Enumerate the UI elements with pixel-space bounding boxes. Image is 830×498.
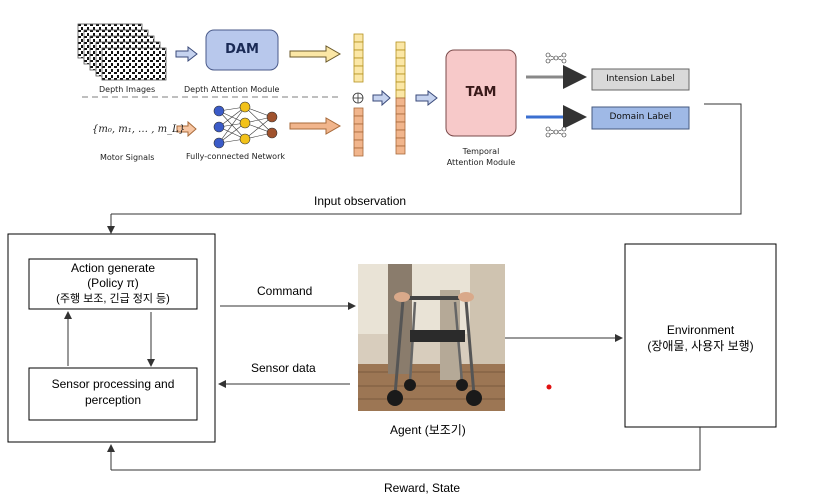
command-label: Command [257,284,313,298]
depth-images-label: Depth Images [99,85,156,94]
sensor-line2: perception [84,392,142,407]
arrow-fcn-to-concat [289,117,342,135]
input-observation-connector [111,103,742,215]
sensor-processing-text: Sensor processing and perception [29,377,197,409]
arrow-depth-to-dam [175,45,198,63]
tam-caption: Temporal Attention Module [430,147,532,169]
intension-label-box [591,68,690,91]
input-observation-label: Input observation [314,194,407,208]
mini-network-icon-top [545,52,567,64]
sensor-processing-box [28,367,198,421]
tam-caption-line2: Attention Module [446,157,516,167]
reward-state-label: Reward, State [384,481,461,495]
tam-box [445,49,517,137]
arrow-motor-to-fcn [176,120,197,138]
fcn-icon [213,101,278,149]
action-line1: Action generate [70,261,156,275]
red-dot-marker [546,384,552,390]
intension-label: Intension Label [606,73,675,84]
tam-title: TAM [465,84,497,100]
action-generate-box [28,258,198,310]
agent-label: Agent (보조기) [390,423,466,437]
arrow-concat-to-combined [372,89,391,107]
tam-caption-line1: Temporal [462,147,500,156]
environment-text: Environment (장애물, 사용자 보행) [625,322,776,354]
sensor-data-label: Sensor data [251,361,316,375]
arrow-dam-to-concat [289,45,342,63]
depth-feature-column [353,33,364,83]
fcn-caption: Fully-connected Network [186,152,285,161]
action-line3: (주행 보조, 긴급 정지 등) [56,292,170,305]
motor-signals-label: Motor Signals [100,153,155,162]
dam-box [205,29,279,71]
combined-feature-column [395,41,406,155]
domain-label-box [591,106,690,130]
environment-line2: (장애물, 사용자 보행) [647,339,754,354]
sensor-line1: Sensor processing and [51,377,175,391]
action-line2: (Policy π) [87,276,139,291]
arrow-combined-to-tam [415,89,438,107]
domain-label: Domain Label [609,112,672,123]
action-generate-text: Action generate (Policy π) (주행 보조, 긴급 정지… [29,261,197,306]
depth-image-stack [77,23,167,81]
environment-line1: Environment [666,323,735,337]
motor-formula: {m₀, m₁, … , m_L} [92,124,186,135]
controller-outer-box [7,233,216,443]
dam-title: DAM [225,41,259,57]
agent-walker-image [358,264,505,411]
dam-caption: Depth Attention Module [184,85,280,94]
motor-feature-column [353,107,364,157]
mini-network-icon-bottom [545,126,567,138]
reward-state-connector [111,427,701,471]
environment-box [624,243,777,428]
